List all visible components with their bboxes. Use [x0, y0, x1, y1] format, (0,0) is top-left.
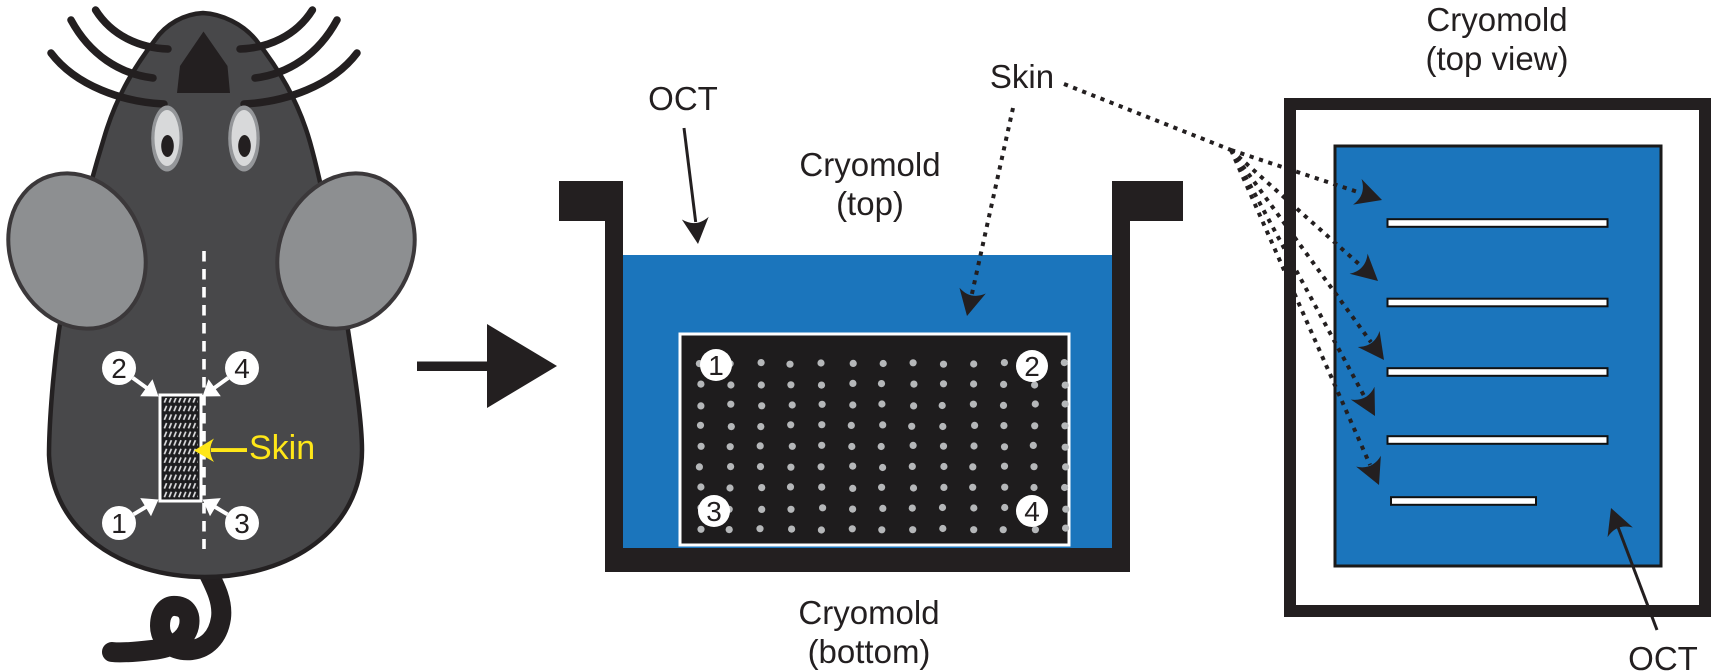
svg-text:Cryomold: Cryomold	[1426, 1, 1567, 38]
svg-text:(bottom): (bottom)	[808, 633, 931, 670]
svg-text:3: 3	[706, 496, 722, 527]
svg-text:Skin: Skin	[990, 58, 1054, 95]
svg-text:1: 1	[111, 508, 127, 539]
svg-text:OCT: OCT	[648, 80, 718, 117]
svg-text:Cryomold: Cryomold	[798, 594, 939, 631]
svg-text:(top view): (top view)	[1425, 40, 1568, 77]
svg-text:1: 1	[708, 350, 724, 381]
svg-text:Skin: Skin	[249, 429, 315, 467]
svg-text:(top): (top)	[836, 185, 904, 222]
svg-text:3: 3	[234, 508, 250, 539]
svg-text:2: 2	[1024, 351, 1040, 382]
svg-text:4: 4	[234, 353, 250, 384]
svg-text:OCT: OCT	[1628, 640, 1698, 672]
svg-text:2: 2	[111, 353, 127, 384]
svg-text:4: 4	[1024, 496, 1040, 527]
svg-text:Cryomold: Cryomold	[799, 146, 940, 183]
